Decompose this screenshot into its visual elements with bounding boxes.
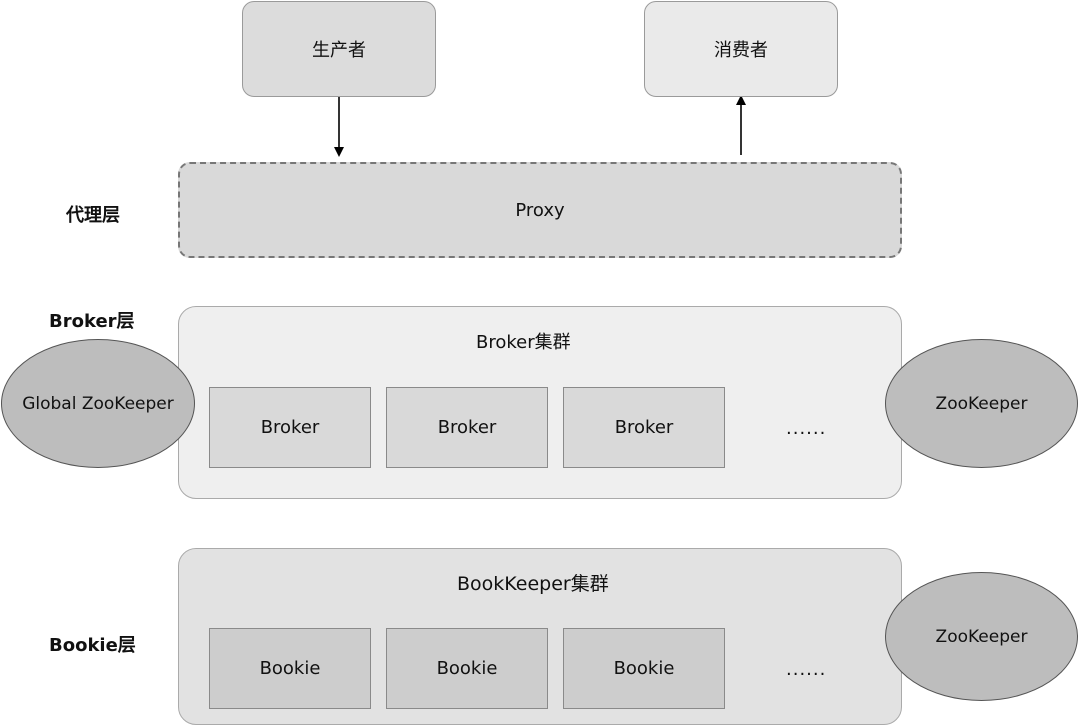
bookie-node-label: Bookie <box>436 658 498 679</box>
bookie-node: Bookie <box>386 628 548 709</box>
bookie-node: Bookie <box>209 628 371 709</box>
broker-zookeeper-ellipse: ZooKeeper <box>885 339 1078 468</box>
broker-node-label: Broker <box>260 417 320 438</box>
consumer-label: 消费者 <box>714 40 768 61</box>
proxy-layer-label: 代理层 <box>66 205 120 226</box>
broker-node: Broker <box>209 387 371 468</box>
broker-zookeeper-label: ZooKeeper <box>935 393 1028 414</box>
broker-node: Broker <box>386 387 548 468</box>
bookie-node: Bookie <box>563 628 725 709</box>
global-zookeeper-label: Global ZooKeeper <box>22 393 174 414</box>
broker-node-label: Broker <box>437 417 497 438</box>
broker-layer-label: Broker层 <box>49 311 135 332</box>
proxy-label: Proxy <box>515 199 565 221</box>
bookie-more-ellipsis: ...... <box>786 659 827 680</box>
bookie-zookeeper-ellipse: ZooKeeper <box>885 572 1078 701</box>
bookkeeper-cluster-title: BookKeeper集群 <box>457 573 609 595</box>
broker-node: Broker <box>563 387 725 468</box>
bookie-node-label: Bookie <box>613 658 675 679</box>
consumer-box: 消费者 <box>644 1 838 97</box>
bookie-layer-label: Bookie层 <box>49 635 136 656</box>
proxy-box: Proxy <box>178 162 902 258</box>
broker-more-ellipsis: ...... <box>786 418 827 439</box>
bookie-node-label: Bookie <box>259 658 321 679</box>
broker-cluster-title: Broker集群 <box>476 332 571 353</box>
producer-box: 生产者 <box>242 1 436 97</box>
broker-node-label: Broker <box>614 417 674 438</box>
producer-label: 生产者 <box>312 40 366 61</box>
bookie-zookeeper-label: ZooKeeper <box>935 626 1028 647</box>
global-zookeeper-ellipse: Global ZooKeeper <box>1 339 195 468</box>
